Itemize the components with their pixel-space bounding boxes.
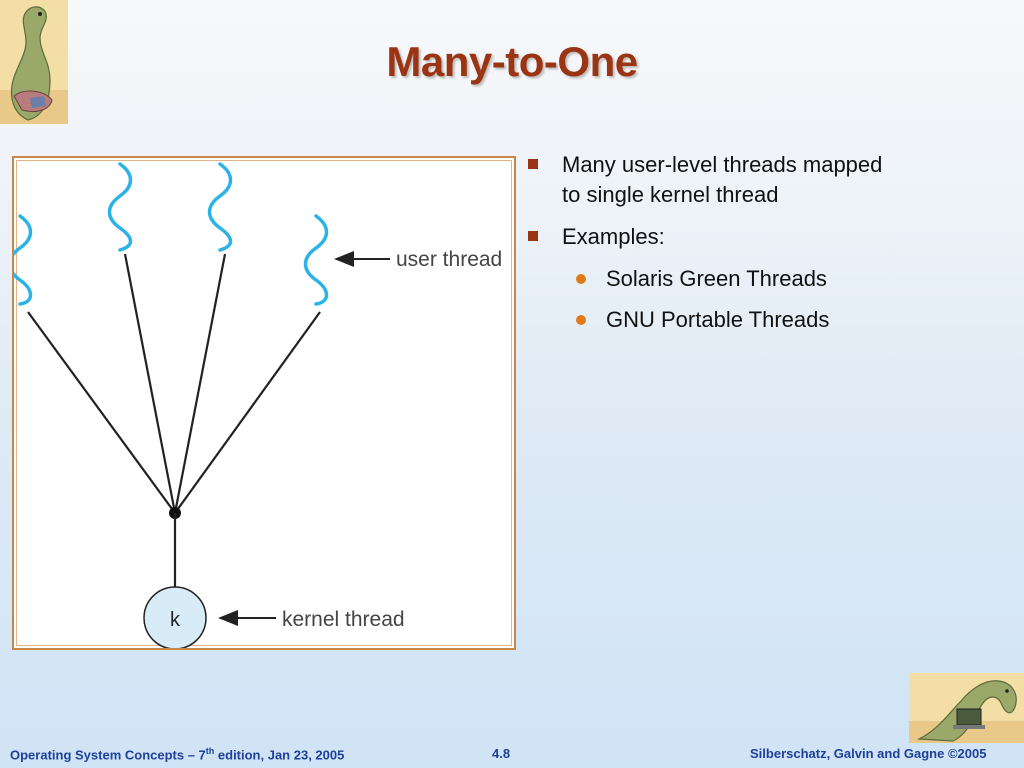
kernel-thread-label: kernel thread xyxy=(282,608,405,631)
user-thread-wave xyxy=(107,162,133,252)
user-thread-label: user thread xyxy=(396,248,502,271)
bullet-item: Many user-level threads mapped to single… xyxy=(524,150,904,210)
round-bullet-icon xyxy=(576,315,586,325)
bullet-list: Many user-level threads mapped to single… xyxy=(524,150,904,346)
footer-page-number: 4.8 xyxy=(492,746,511,761)
user-thread-wave xyxy=(14,214,33,306)
many-to-one-diagram: k user thread kernel thread xyxy=(12,156,516,650)
kernel-node-label: k xyxy=(170,609,181,631)
round-bullet-icon xyxy=(576,274,586,284)
mapping-line xyxy=(173,253,227,514)
mapping-line xyxy=(123,253,177,514)
bullet-text: Many user-level threads mapped to single… xyxy=(562,152,883,207)
dinosaur-logo-icon xyxy=(0,0,68,124)
kernel-thread-node xyxy=(143,586,207,648)
user-thread-wave xyxy=(207,162,233,252)
bullet-item: Examples: xyxy=(524,222,904,252)
bullet-text: Solaris Green Threads xyxy=(606,266,827,291)
mapping-line xyxy=(174,311,321,514)
square-bullet-icon xyxy=(528,231,538,241)
user-thread-wave xyxy=(303,214,329,306)
sub-bullet-item: Solaris Green Threads xyxy=(524,264,904,294)
mapping-line xyxy=(27,311,176,514)
square-bullet-icon xyxy=(528,159,538,169)
bullet-text: GNU Portable Threads xyxy=(606,307,830,332)
footer-copyright: Silberschatz, Galvin and Gagne ©2005 xyxy=(750,746,987,761)
footer-course-title: Operating System Concepts – 7th edition,… xyxy=(10,746,345,763)
bullet-text: Examples: xyxy=(562,224,665,249)
slide-title: Many-to-One xyxy=(386,38,638,85)
sub-bullet-item: GNU Portable Threads xyxy=(524,305,904,335)
dinosaur-laptop-logo-icon xyxy=(909,673,1024,743)
